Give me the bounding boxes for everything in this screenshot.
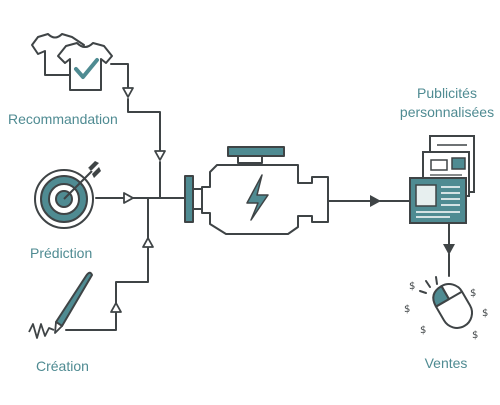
arrow-right-ads — [370, 195, 381, 207]
target-dart-icon — [34, 161, 101, 229]
arrow-down-2 — [154, 150, 166, 161]
label-recommandation: Recommandation — [8, 111, 118, 127]
label-creation: Création — [36, 358, 89, 374]
connector-recommandation — [110, 63, 185, 199]
label-ads-line1: Publicités — [417, 85, 477, 101]
svg-text:$: $ — [420, 325, 426, 336]
arrow-up-2 — [142, 237, 154, 248]
connector-creation — [65, 197, 149, 331]
arrow-down-1 — [122, 87, 134, 98]
label-prediction: Prédiction — [30, 245, 93, 261]
label-sales: Ventes — [424, 355, 468, 371]
arrow-down-sales — [443, 244, 455, 255]
pen-signature-icon — [28, 271, 93, 339]
svg-text:$: $ — [482, 308, 488, 319]
svg-text:$: $ — [472, 330, 478, 341]
svg-text:$: $ — [470, 288, 476, 299]
connectors — [65, 63, 455, 331]
svg-text:$: $ — [409, 281, 415, 292]
mouse-dollar-icon: $ $ $ $ $ $ — [404, 276, 488, 341]
engine-lightning-icon — [184, 146, 329, 235]
arrow-up-1 — [110, 302, 122, 313]
arrow-right-prediction — [123, 192, 134, 204]
label-ads-line2: personnalisées — [399, 104, 495, 120]
svg-text:$: $ — [404, 304, 410, 315]
tshirts-check-icon — [31, 33, 113, 91]
documents-ads-icon — [409, 135, 475, 224]
